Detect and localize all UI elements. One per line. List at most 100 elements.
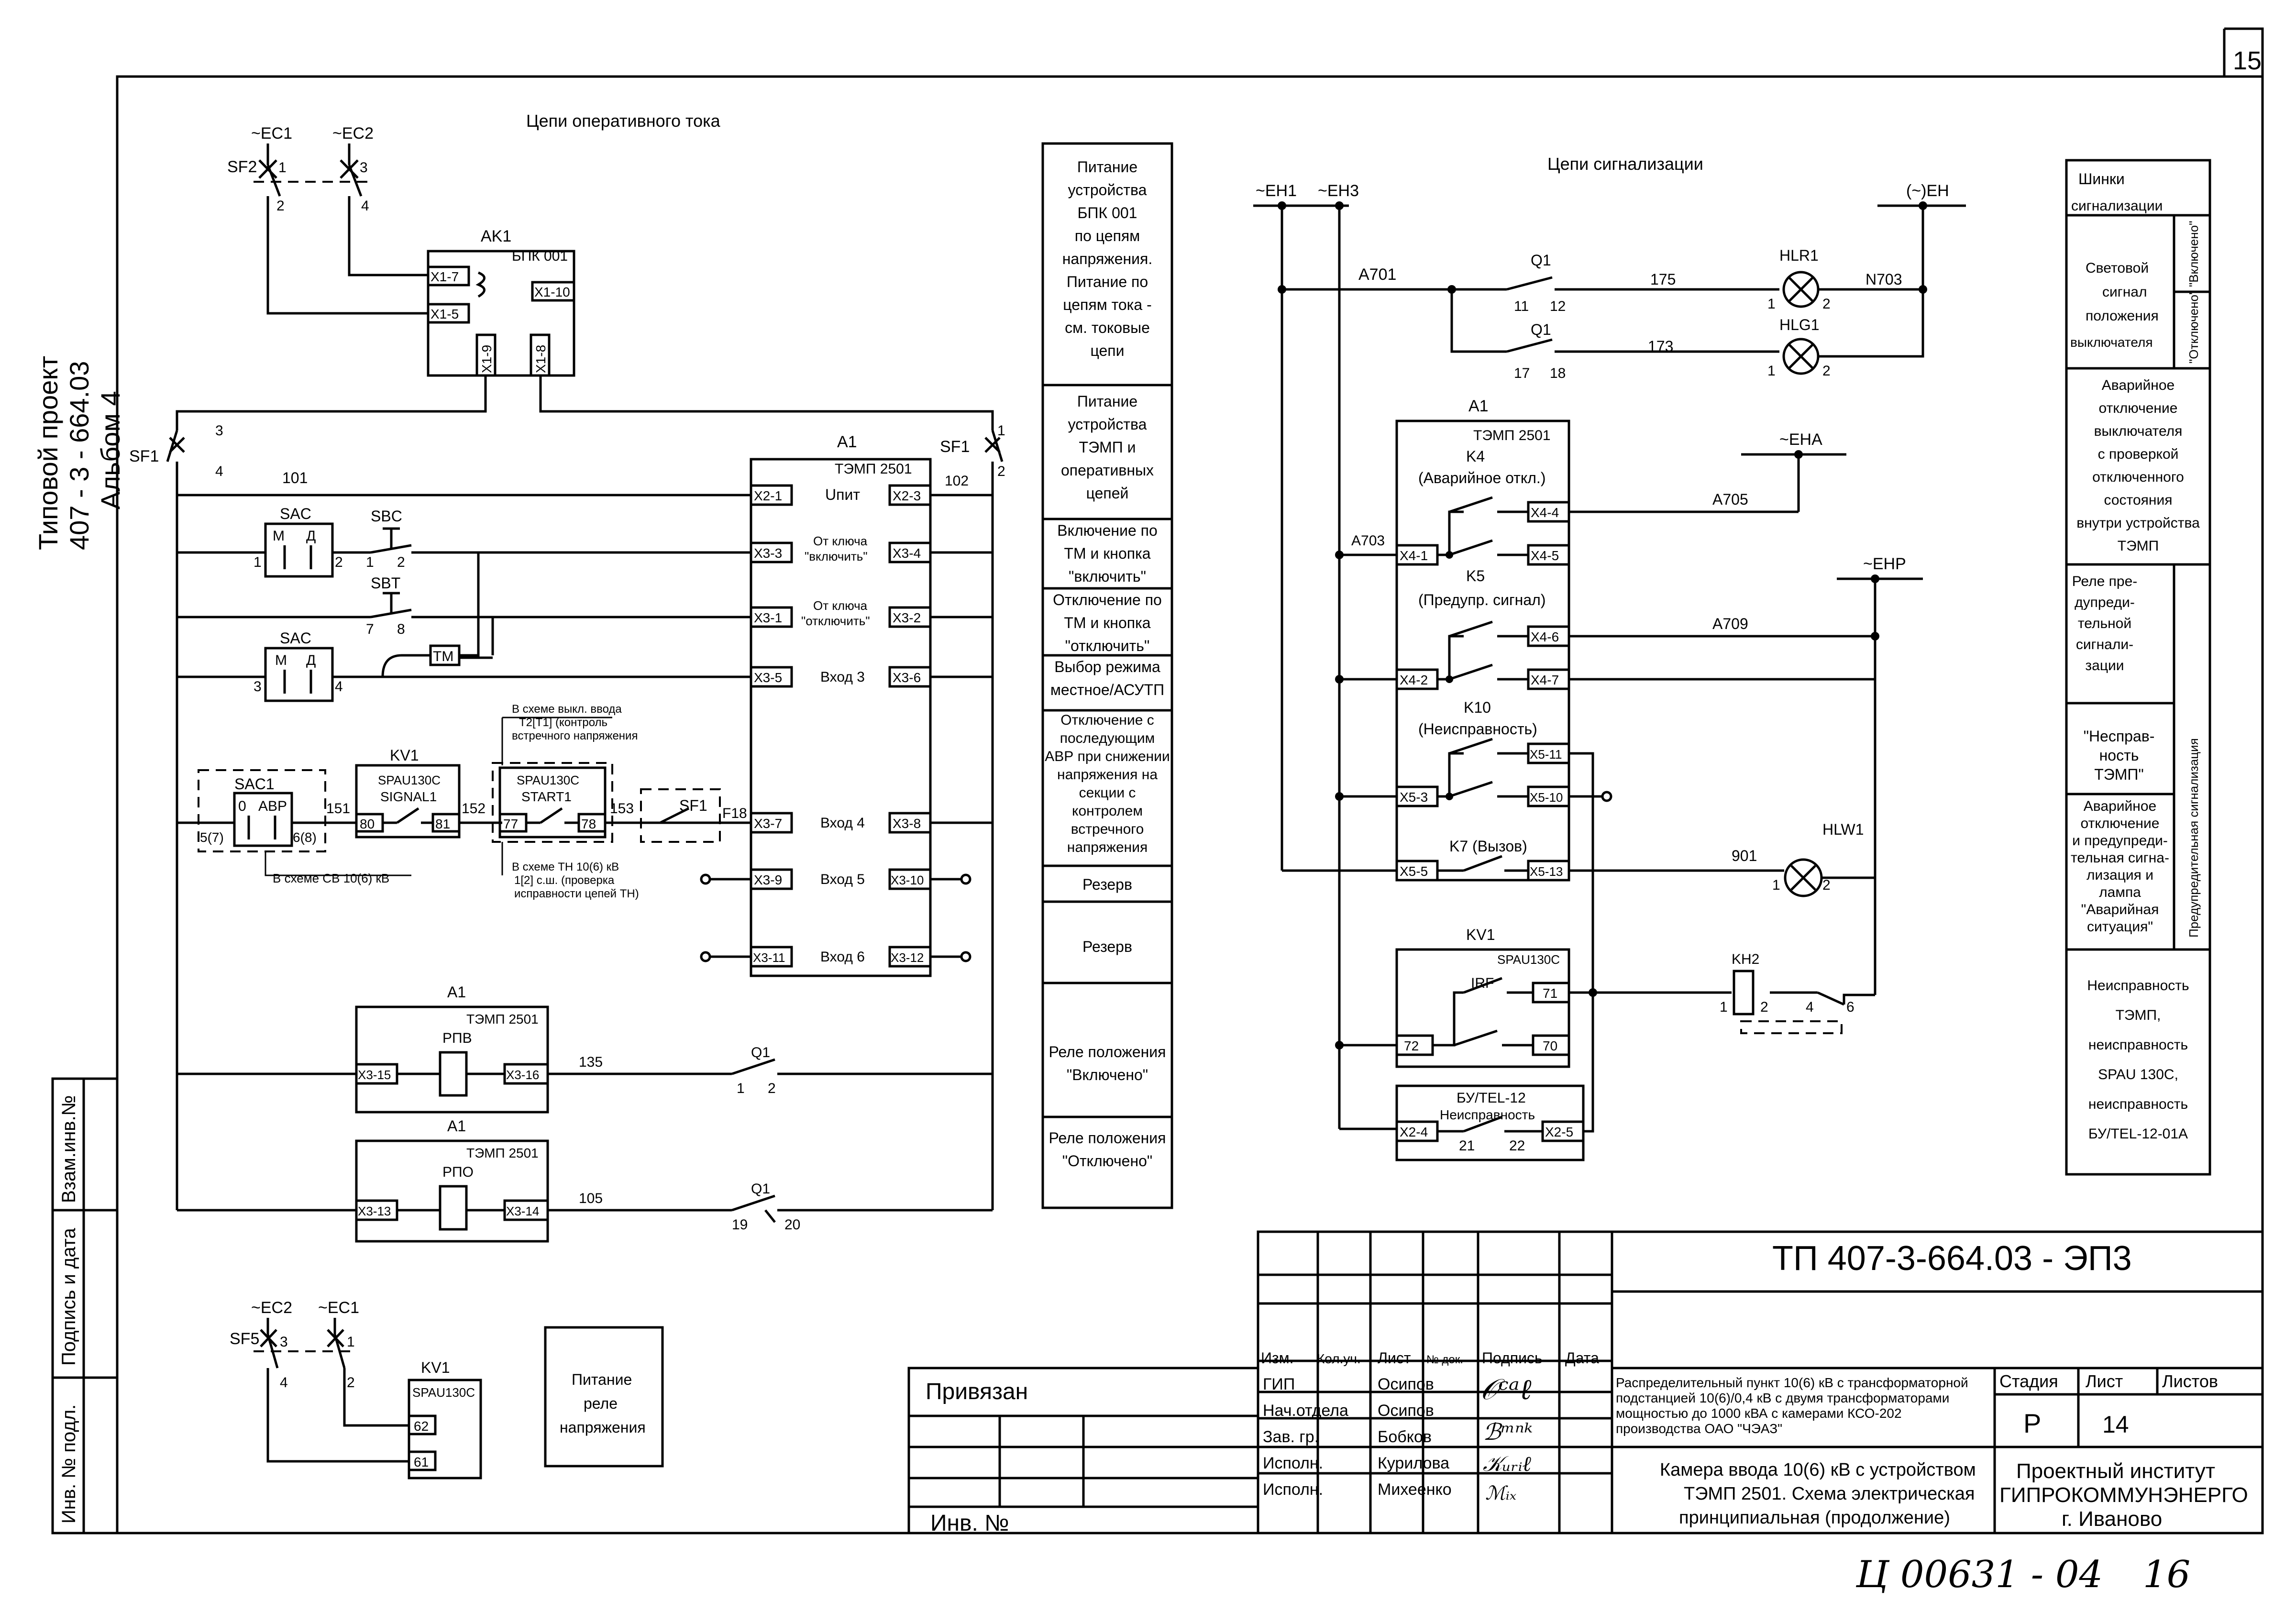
svg-text:81: 81 (435, 817, 450, 831)
svg-text:19: 19 (732, 1217, 748, 1233)
svg-text:встречного напряжения: встречного напряжения (512, 729, 638, 742)
svg-text:X3-10: X3-10 (891, 873, 924, 887)
svg-text:3: 3 (254, 679, 262, 695)
description-line: АВР при снижении (1045, 749, 1170, 764)
svg-text:реле: реле (584, 1395, 618, 1412)
legend-line: ситуация" (2087, 919, 2153, 935)
svg-text:X4-7: X4-7 (1531, 673, 1559, 687)
svg-text:X1-7: X1-7 (430, 269, 459, 284)
svg-text:HLR1: HLR1 (1779, 247, 1819, 264)
svg-text:HLW1: HLW1 (1822, 821, 1864, 838)
svg-text:X1-8: X1-8 (533, 345, 548, 373)
svg-text:Предупредительная сигнализация: Предупредительная сигнализация (2186, 738, 2201, 938)
svg-text:A1: A1 (447, 1117, 466, 1135)
svg-text:X3-4: X3-4 (893, 546, 921, 561)
svg-text:2: 2 (397, 554, 405, 570)
svg-text:135: 135 (579, 1054, 603, 1070)
svg-text:2: 2 (335, 554, 343, 570)
svg-text:2: 2 (1822, 296, 1831, 312)
svg-text:4: 4 (335, 679, 343, 695)
svg-text:№ док.: № док. (1426, 1353, 1463, 1366)
svg-text:SF1: SF1 (129, 447, 159, 465)
legend-line: неисправность (2088, 1037, 2188, 1053)
svg-text:N703: N703 (1866, 271, 1902, 288)
svg-text:SAC: SAC (280, 505, 311, 522)
description-line: Питание по (1067, 273, 1148, 290)
description-line: Резерв (1082, 876, 1132, 893)
role-label: ГИП (1263, 1375, 1295, 1393)
stamp-inv-podl: Инв. № подл. (58, 1404, 79, 1524)
svg-text:(Аварийное откл.): (Аварийное откл.) (1418, 469, 1545, 486)
legend-line: ТЭМП" (2094, 766, 2144, 783)
svg-text:1: 1 (1767, 363, 1776, 379)
svg-text:F18: F18 (722, 806, 747, 821)
svg-text:принципиальная (продолжение): принципиальная (продолжение) (1679, 1508, 1950, 1528)
svg-text:Стадия: Стадия (1999, 1371, 2058, 1391)
svg-text:SIGNAL1: SIGNAL1 (380, 789, 437, 804)
svg-text:72: 72 (1404, 1038, 1419, 1053)
description-line: местное/АСУТП (1050, 681, 1164, 698)
svg-text:151: 151 (326, 801, 350, 817)
svg-text:SAC1: SAC1 (234, 775, 275, 793)
svg-text:5(7): 5(7) (200, 830, 224, 845)
svg-text:Камера ввода 10(6) кВ с устрой: Камера ввода 10(6) кВ с устройством (1660, 1460, 1976, 1480)
description-line: устройства (1068, 181, 1147, 199)
svg-text:152: 152 (462, 801, 486, 817)
description-line: напряжения на (1057, 767, 1158, 783)
handwritten-page-number: 16 (2143, 1553, 2190, 1596)
svg-text:Лист: Лист (1378, 1349, 1411, 1367)
svg-text:"Включено": "Включено" (2186, 221, 2201, 287)
role-label: Зав. гр. (1263, 1428, 1319, 1446)
legend-line: Реле пре- (2072, 574, 2138, 589)
svg-text:X3-3: X3-3 (754, 546, 782, 561)
role-label: Исполн. (1263, 1480, 1323, 1499)
svg-text:70: 70 (1543, 1038, 1557, 1053)
svg-text:Подпись: Подпись (1482, 1349, 1543, 1367)
description-line: по цепям (1075, 227, 1140, 244)
svg-text:KH2: KH2 (1732, 951, 1759, 967)
description-line: цепи (1091, 342, 1125, 359)
svg-text:Дата: Дата (1565, 1349, 1599, 1367)
legend-line: "Несправ- (2084, 728, 2155, 745)
signature-4: ℳᵢₓ (1485, 1482, 1516, 1504)
svg-text:SAC: SAC (280, 629, 311, 647)
svg-text:В схеме ТН 10(6) кВ: В схеме ТН 10(6) кВ (512, 861, 619, 873)
signalling-title: Цепи сигнализации (1547, 154, 1703, 174)
signalling-circuits: Цепи сигнализации ~EH1 ~EH3 (~)EH A701 Q… (1253, 154, 1966, 1161)
svg-text:~EHA: ~EHA (1779, 431, 1822, 449)
svg-text:22: 22 (1509, 1138, 1525, 1154)
svg-text:SF5: SF5 (230, 1330, 259, 1348)
svg-text:X2-1: X2-1 (754, 488, 782, 503)
svg-text:РПВ: РПВ (442, 1030, 472, 1046)
description-line: "Отключено" (1062, 1152, 1153, 1170)
svg-text:175: 175 (1650, 271, 1676, 288)
svg-text:SBC: SBC (371, 508, 402, 525)
description-line: ТМ и кнопка (1064, 545, 1150, 562)
description-line: встречного (1071, 821, 1144, 837)
legend-line: сигнали- (2076, 637, 2133, 652)
description-line: Включение по (1057, 522, 1158, 539)
svg-text:2: 2 (1760, 999, 1768, 1015)
legend-line: ТЭМП (2118, 538, 2159, 554)
svg-text:SPAU130C: SPAU130C (517, 773, 579, 787)
svg-text:21: 21 (1459, 1138, 1475, 1154)
svg-text:~EH1: ~EH1 (1256, 182, 1297, 200)
svg-text:напряжения: напряжения (560, 1419, 646, 1436)
svg-text:1: 1 (366, 554, 374, 570)
svg-text:2: 2 (997, 464, 1005, 479)
description-line: Резерв (1082, 938, 1132, 955)
description-line: ТМ и кнопка (1064, 614, 1150, 631)
svg-text:~EC1: ~EC1 (318, 1299, 359, 1317)
svg-text:17: 17 (1514, 365, 1530, 381)
stamp-vzam: Взам.инв.№ (58, 1095, 79, 1203)
signature-2: ℬᵐⁿᵏ (1483, 1419, 1533, 1446)
svg-text:(Предупр. сигнал): (Предупр. сигнал) (1418, 591, 1545, 608)
svg-text:A709: A709 (1712, 615, 1748, 632)
description-line: см. токовые (1065, 319, 1150, 336)
svg-text:901: 901 (1732, 847, 1757, 864)
